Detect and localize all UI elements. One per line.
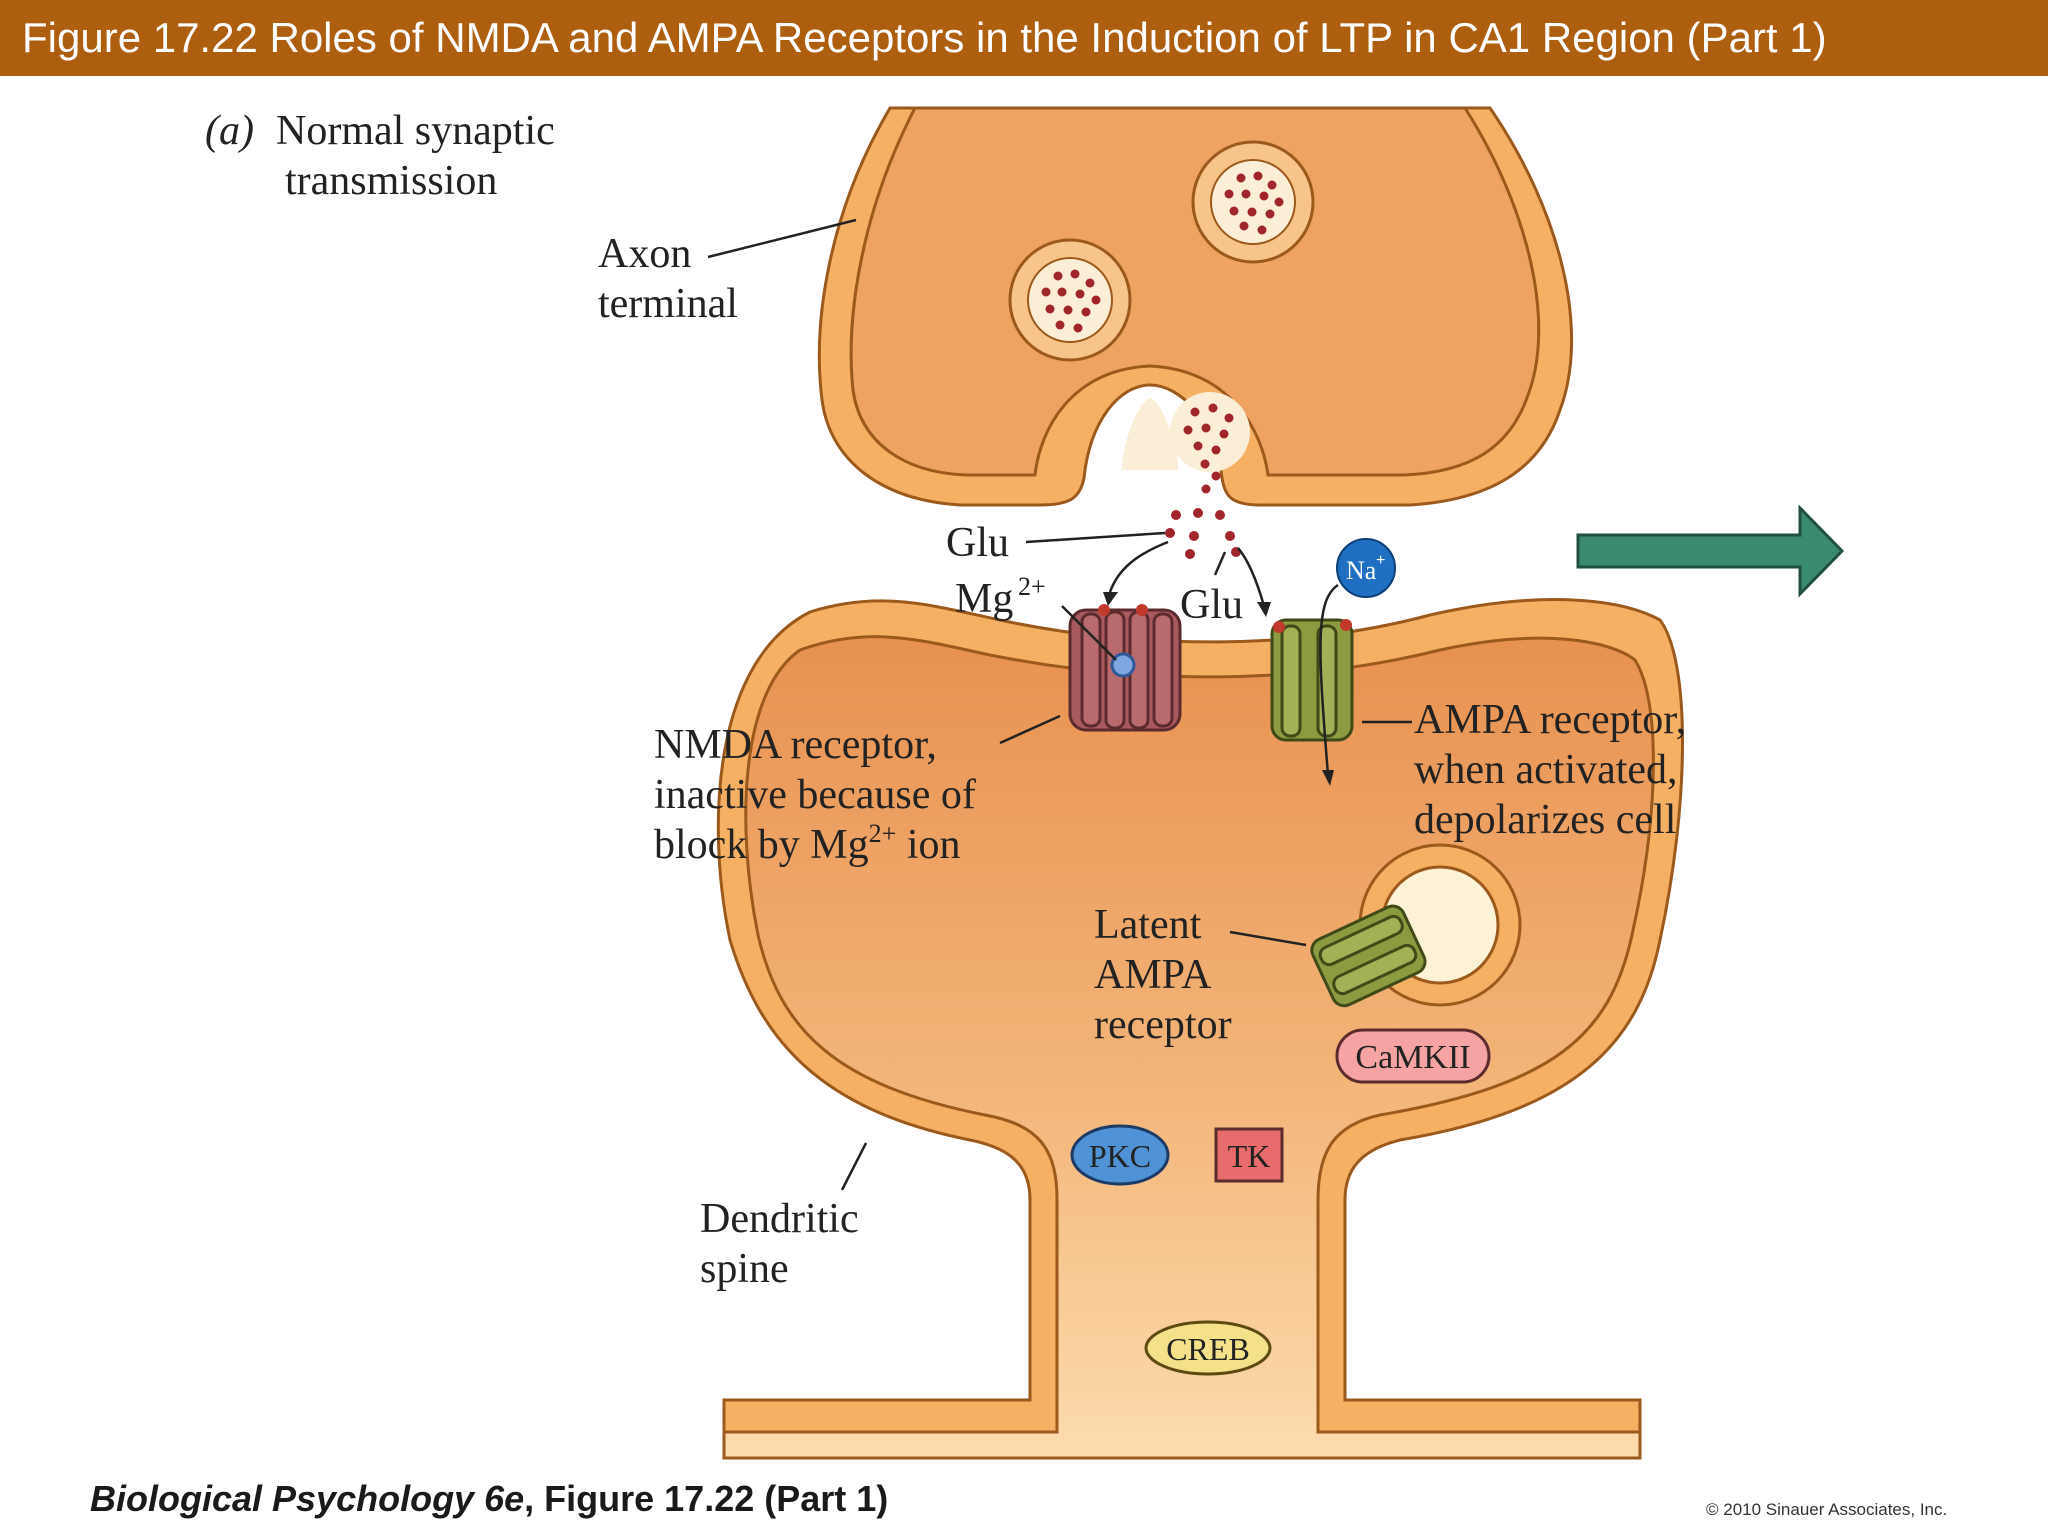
fusing-vesicle <box>1122 392 1250 494</box>
pkc-enzyme: PKC <box>1070 1124 1170 1186</box>
dendrite-cytoplasm <box>722 635 1655 1460</box>
tk-enzyme: TK <box>1214 1127 1284 1183</box>
latent-ampa-label-1: Latent <box>1094 902 1202 948</box>
figure-title-banner: Figure 17.22 Roles of NMDA and AMPA Rece… <box>0 0 2048 76</box>
copyright-notice: © 2010 Sinauer Associates, Inc. <box>1706 1500 1948 1519</box>
figure-reference: , Figure 17.22 (Part 1) <box>524 1478 889 1519</box>
dendritic-spine-label-2: spine <box>700 1246 789 1292</box>
ampa-receptor-active <box>1270 583 1354 786</box>
glutamate-arrows <box>1108 540 1266 607</box>
synaptic-vesicle-2 <box>1191 140 1315 264</box>
axon-terminal-inner <box>849 106 1541 477</box>
ampa-label-3: depolarizes cell <box>1414 797 1676 843</box>
tk-label: TK <box>1228 1138 1271 1174</box>
camkii-label: CaMKII <box>1355 1039 1470 1076</box>
creb-protein: CREB <box>1144 1320 1272 1376</box>
leader-lines <box>707 218 1412 1191</box>
latent-ampa-label-2: AMPA <box>1094 952 1212 998</box>
dendritic-spine-label-1: Dendritic <box>700 1196 859 1242</box>
glu-label-top: Glu <box>946 520 1009 566</box>
nmda-label-3: block by Mg2+ ion <box>654 819 961 868</box>
panel-title-line2: transmission <box>285 158 497 204</box>
latent-ampa-label-3: receptor <box>1094 1002 1232 1048</box>
glutamate-molecules <box>1165 508 1241 559</box>
mg-label: Mg <box>955 576 1013 622</box>
nmda-label-1: NMDA receptor, <box>654 722 937 768</box>
panel-letter: (a) <box>205 108 254 154</box>
next-step-arrow <box>1576 504 1845 598</box>
ampa-label-1: AMPA receptor, <box>1414 697 1686 743</box>
na-influx-arrow <box>1319 583 1339 776</box>
axon-terminal <box>817 106 1574 507</box>
dendritic-spine <box>716 598 1684 1460</box>
panel-title-line1: Normal synaptic <box>276 108 555 154</box>
mg-ion <box>1110 652 1136 678</box>
figure-title: Figure 17.22 Roles of NMDA and AMPA Rece… <box>22 14 1827 61</box>
latent-ampa-vesicle <box>1310 843 1522 1008</box>
latent-ampa-receptor <box>1310 904 1427 1008</box>
axon-terminal-label-1: Axon <box>598 231 691 277</box>
sodium-ion: Na + <box>1336 538 1396 598</box>
pkc-label: PKC <box>1089 1138 1151 1174</box>
nmda-receptor <box>1068 604 1182 732</box>
mg-label-sup: 2+ <box>1018 572 1046 601</box>
sodium-ion-label: Na <box>1346 556 1377 585</box>
nmda-label-2: inactive because of <box>654 772 976 818</box>
axon-terminal-label-2: terminal <box>598 281 738 327</box>
creb-label: CREB <box>1166 1331 1250 1367</box>
book-citation: Biological Psychology 6e, Figure 17.22 (… <box>90 1478 888 1520</box>
camkii-enzyme: CaMKII <box>1335 1028 1491 1084</box>
synaptic-vesicle-1 <box>1008 238 1132 362</box>
glu-label-right: Glu <box>1180 582 1243 628</box>
ampa-label-2: when activated, <box>1414 747 1678 793</box>
sodium-ion-charge: + <box>1376 552 1385 569</box>
book-title: Biological Psychology 6e <box>90 1478 525 1519</box>
